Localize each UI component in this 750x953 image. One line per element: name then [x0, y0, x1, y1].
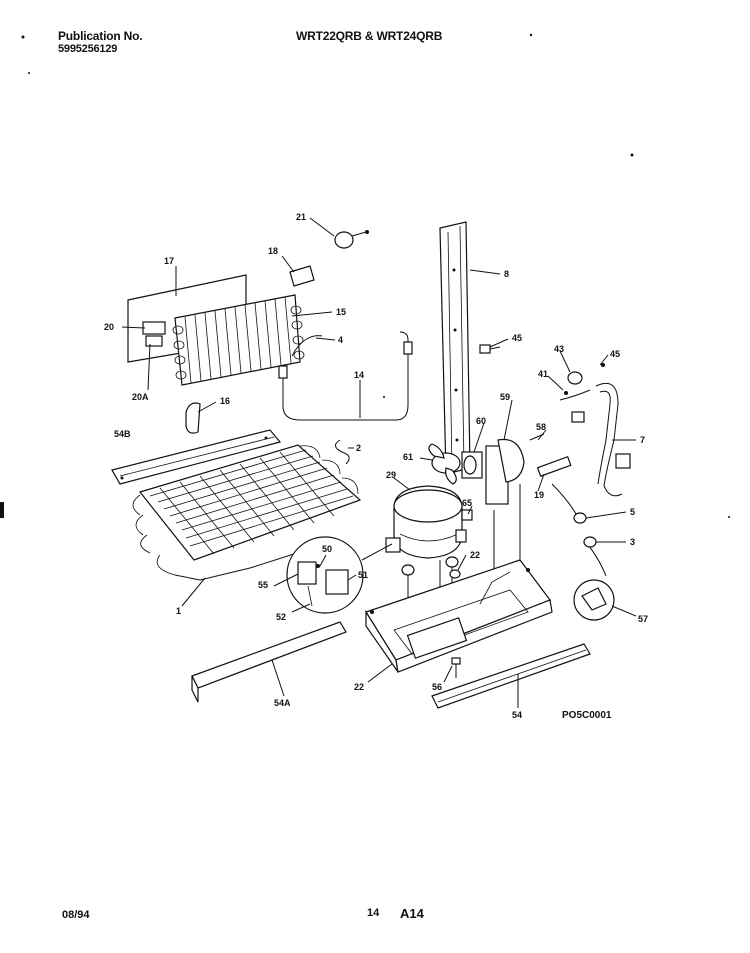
callout-15: 15: [336, 307, 346, 317]
callout-2: 2: [356, 443, 361, 453]
callout-20a: 20A: [132, 392, 149, 402]
callout-7: 7: [640, 435, 645, 445]
callout-51: 51: [358, 570, 368, 580]
callout-4: 4: [338, 335, 343, 345]
callout-41: 41: [538, 369, 548, 379]
callout-22: 22: [354, 682, 364, 692]
part-21: [334, 230, 369, 249]
callout-16: 16: [220, 396, 230, 406]
callout-17: 17: [164, 256, 174, 266]
callout-54a: 54A: [274, 698, 291, 708]
callout-5: 5: [630, 507, 635, 517]
fan-assembly: [428, 433, 572, 505]
callout-29: 29: [386, 470, 396, 480]
screw-56: [451, 657, 461, 678]
callout-60: 60: [476, 416, 486, 426]
publication-number: 5995256129: [58, 43, 118, 55]
callout-labels: 21 18 17 15 20 4 20A 14 16 8 45 43 45 41…: [104, 212, 648, 721]
part-57-detail: [573, 579, 615, 621]
callout-54b: 54B: [114, 429, 131, 439]
callout-23: 22: [470, 550, 480, 560]
callout-14: 14: [354, 370, 364, 380]
parts-5-3: [551, 483, 607, 577]
callout-1: 1: [176, 606, 181, 616]
model-numbers: WRT22QRB & WRT24QRB: [296, 29, 443, 43]
callout-57: 57: [638, 614, 648, 624]
relay-overload-detail: [286, 536, 393, 614]
callout-56: 56: [432, 682, 442, 692]
callout-55: 55: [258, 580, 268, 590]
callout-65: 65: [462, 498, 472, 508]
callout-54: 54: [512, 710, 522, 720]
drawing-id: PO5C0001: [562, 710, 612, 721]
callout-8: 8: [504, 269, 509, 279]
evaporator-1: [132, 444, 362, 581]
callout-61: 61: [403, 452, 413, 462]
bracket-54a: [191, 621, 347, 703]
rail-54: [431, 643, 591, 709]
part-18: [289, 265, 315, 287]
leader-lines: [121, 217, 637, 708]
condenser-assembly: [127, 274, 305, 386]
callout-43: 43: [554, 344, 564, 354]
publication-label: Publication No.: [58, 29, 143, 43]
tubing-14: [278, 331, 413, 421]
rail-54b: [111, 429, 282, 485]
callout-19: 19: [534, 490, 544, 500]
compressor-29: [385, 484, 521, 664]
callout-20: 20: [104, 322, 114, 332]
channel-8: [439, 221, 471, 475]
footer-section: A14: [400, 906, 424, 921]
screw-45: [479, 344, 501, 354]
callout-50: 50: [322, 544, 332, 554]
wire-harness-7: [559, 363, 631, 497]
footer-page-number: 14: [367, 907, 380, 919]
callout-21: 21: [296, 212, 306, 222]
scan-specks: [0, 33, 730, 518]
base-pan-22: [365, 559, 553, 673]
callout-58: 58: [536, 422, 546, 432]
callout-18: 18: [268, 246, 278, 256]
callout-45a: 45: [512, 333, 522, 343]
callout-45b: 45: [610, 349, 620, 359]
callout-3: 3: [630, 537, 635, 547]
callout-52: 52: [276, 612, 286, 622]
callout-59: 59: [500, 392, 510, 402]
footer-date: 08/94: [62, 909, 90, 921]
